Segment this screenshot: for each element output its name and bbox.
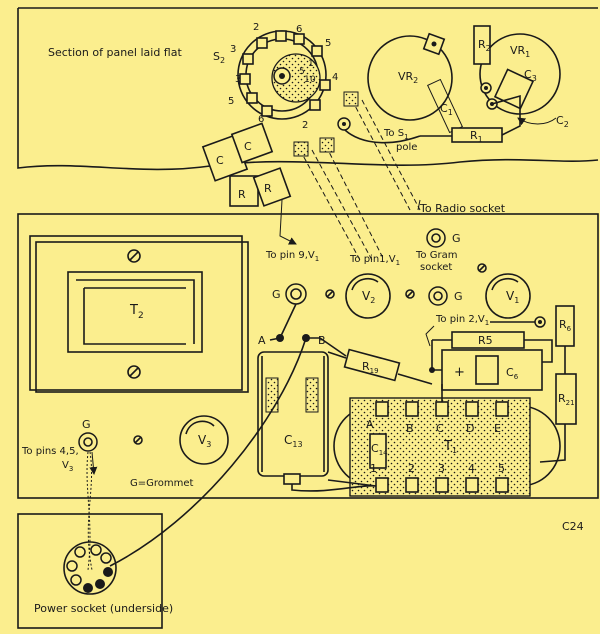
svg-text:C13: C13 [284, 433, 303, 449]
figure-code: C24 [562, 520, 584, 533]
pot-vr2: VR2 C1 [367, 32, 463, 134]
power-socket-panel [17, 513, 163, 629]
switch-pin-2b: 2 [302, 120, 308, 131]
to-pins-label-2: V3 [62, 460, 73, 473]
to-gram-label-2: socket [420, 262, 452, 273]
svg-text:A: A [366, 418, 374, 431]
svg-text:V1: V1 [506, 289, 519, 305]
svg-text:C14: C14 [371, 442, 388, 457]
grommet-g-left-heater: G [82, 418, 91, 431]
to-gram-label-1: To Gram [415, 250, 457, 261]
switch-pin-6a: 6 [296, 24, 302, 35]
svg-text:R: R [264, 182, 272, 195]
svg-text:2: 2 [408, 462, 415, 475]
tag-b-label: B [318, 334, 326, 347]
r6-label: R6 [559, 318, 572, 333]
panel-section-outline [17, 7, 599, 171]
to-pin1-label: To pin1,V1 [349, 254, 400, 267]
component-block-c4-c5-r4-r3: C C R R [201, 122, 292, 207]
switch-inner-5: 5 [299, 67, 305, 77]
wire-to-power-socket [109, 337, 307, 567]
to-pin2-label: To pin 2,V1 [435, 314, 489, 327]
switch-pin-3b: 3 [235, 74, 241, 85]
chassis-outline [17, 213, 599, 499]
switch-pin-4: 4 [332, 72, 338, 83]
pot-vr1: VR1 R2 C3 C2 [473, 25, 569, 129]
switch-s2: S2 2 3 6 5 3 4 5 2 6 1 5 1 0 [213, 22, 338, 131]
switch-inner-0: 0 [310, 75, 316, 85]
r5-label: R5 [478, 334, 493, 347]
svg-text:V3: V3 [198, 433, 211, 449]
svg-text:D: D [466, 422, 474, 435]
t2-label: T2 [129, 303, 144, 321]
to-pin9-label: To pin 9,V1 [265, 250, 319, 263]
grommet-g-mid: G [454, 290, 463, 303]
transformer-t2: T2 [29, 235, 249, 393]
gram-socket-g: G [452, 232, 461, 245]
r21-body [555, 373, 577, 425]
svg-text:B: B [406, 422, 414, 435]
svg-text:R: R [238, 188, 246, 201]
svg-text:C: C [436, 422, 444, 435]
svg-text:C: C [244, 140, 252, 153]
svg-text:4: 4 [468, 462, 475, 475]
to-s1-pole: pole [396, 142, 417, 153]
svg-text:V2: V2 [362, 289, 375, 305]
r19-label: R19 [362, 360, 379, 375]
capacitor-c13: C13 [257, 351, 329, 485]
switch-inner-1a: 1 [308, 59, 314, 69]
grommet-g-left: G [272, 288, 281, 301]
to-radio-socket-label: To Radio socket [419, 202, 506, 215]
c2-label: C2 [556, 114, 569, 129]
c1-label: C1 [440, 102, 453, 117]
svg-text:3: 3 [438, 462, 445, 475]
grommet-legend: G=Grommet [130, 478, 194, 489]
vr1-label: VR1 [510, 44, 530, 59]
r19-body [343, 348, 401, 382]
switch-pin-3a: 3 [230, 44, 236, 55]
svg-text:1: 1 [370, 462, 377, 475]
transformer-t1: C14 T1 A B C D E 1 2 3 4 5 [333, 397, 561, 497]
switch-lugs [239, 30, 331, 117]
c6-plus: + [454, 365, 465, 380]
power-socket [63, 541, 117, 595]
svg-text:C: C [216, 154, 224, 167]
tag-a-label: A [258, 334, 266, 347]
c3-label: C3 [524, 68, 537, 83]
r2-label: R2 [478, 38, 491, 53]
svg-text:5: 5 [498, 462, 505, 475]
svg-text:T1: T1 [443, 439, 457, 455]
screened-cables [293, 91, 421, 261]
switch-pin-6b: 6 [258, 114, 264, 125]
to-s1-label: To S1 [383, 128, 409, 141]
s2-label: S2 [213, 50, 225, 65]
r21-label: R21 [558, 392, 575, 407]
c6-label: C6 [506, 366, 519, 381]
switch-pin-2: 2 [253, 22, 259, 33]
svg-text:E: E [494, 422, 501, 435]
power-socket-label: Power socket (underside) [34, 602, 173, 615]
valve-v1: V1 [485, 273, 531, 319]
to-pins-label-1: To pins 4,5, [21, 446, 79, 457]
switch-pin-5b: 5 [228, 96, 234, 107]
panel-section-title: Section of panel laid flat [48, 46, 182, 59]
switch-pin-5a: 5 [325, 38, 331, 49]
r1-label: R1 [470, 129, 483, 144]
valve-v2: V2 [345, 273, 391, 319]
switch-inner-1b: 1 [304, 75, 310, 85]
valve-v3: V3 [179, 415, 229, 465]
vr2-label: VR2 [398, 70, 418, 85]
